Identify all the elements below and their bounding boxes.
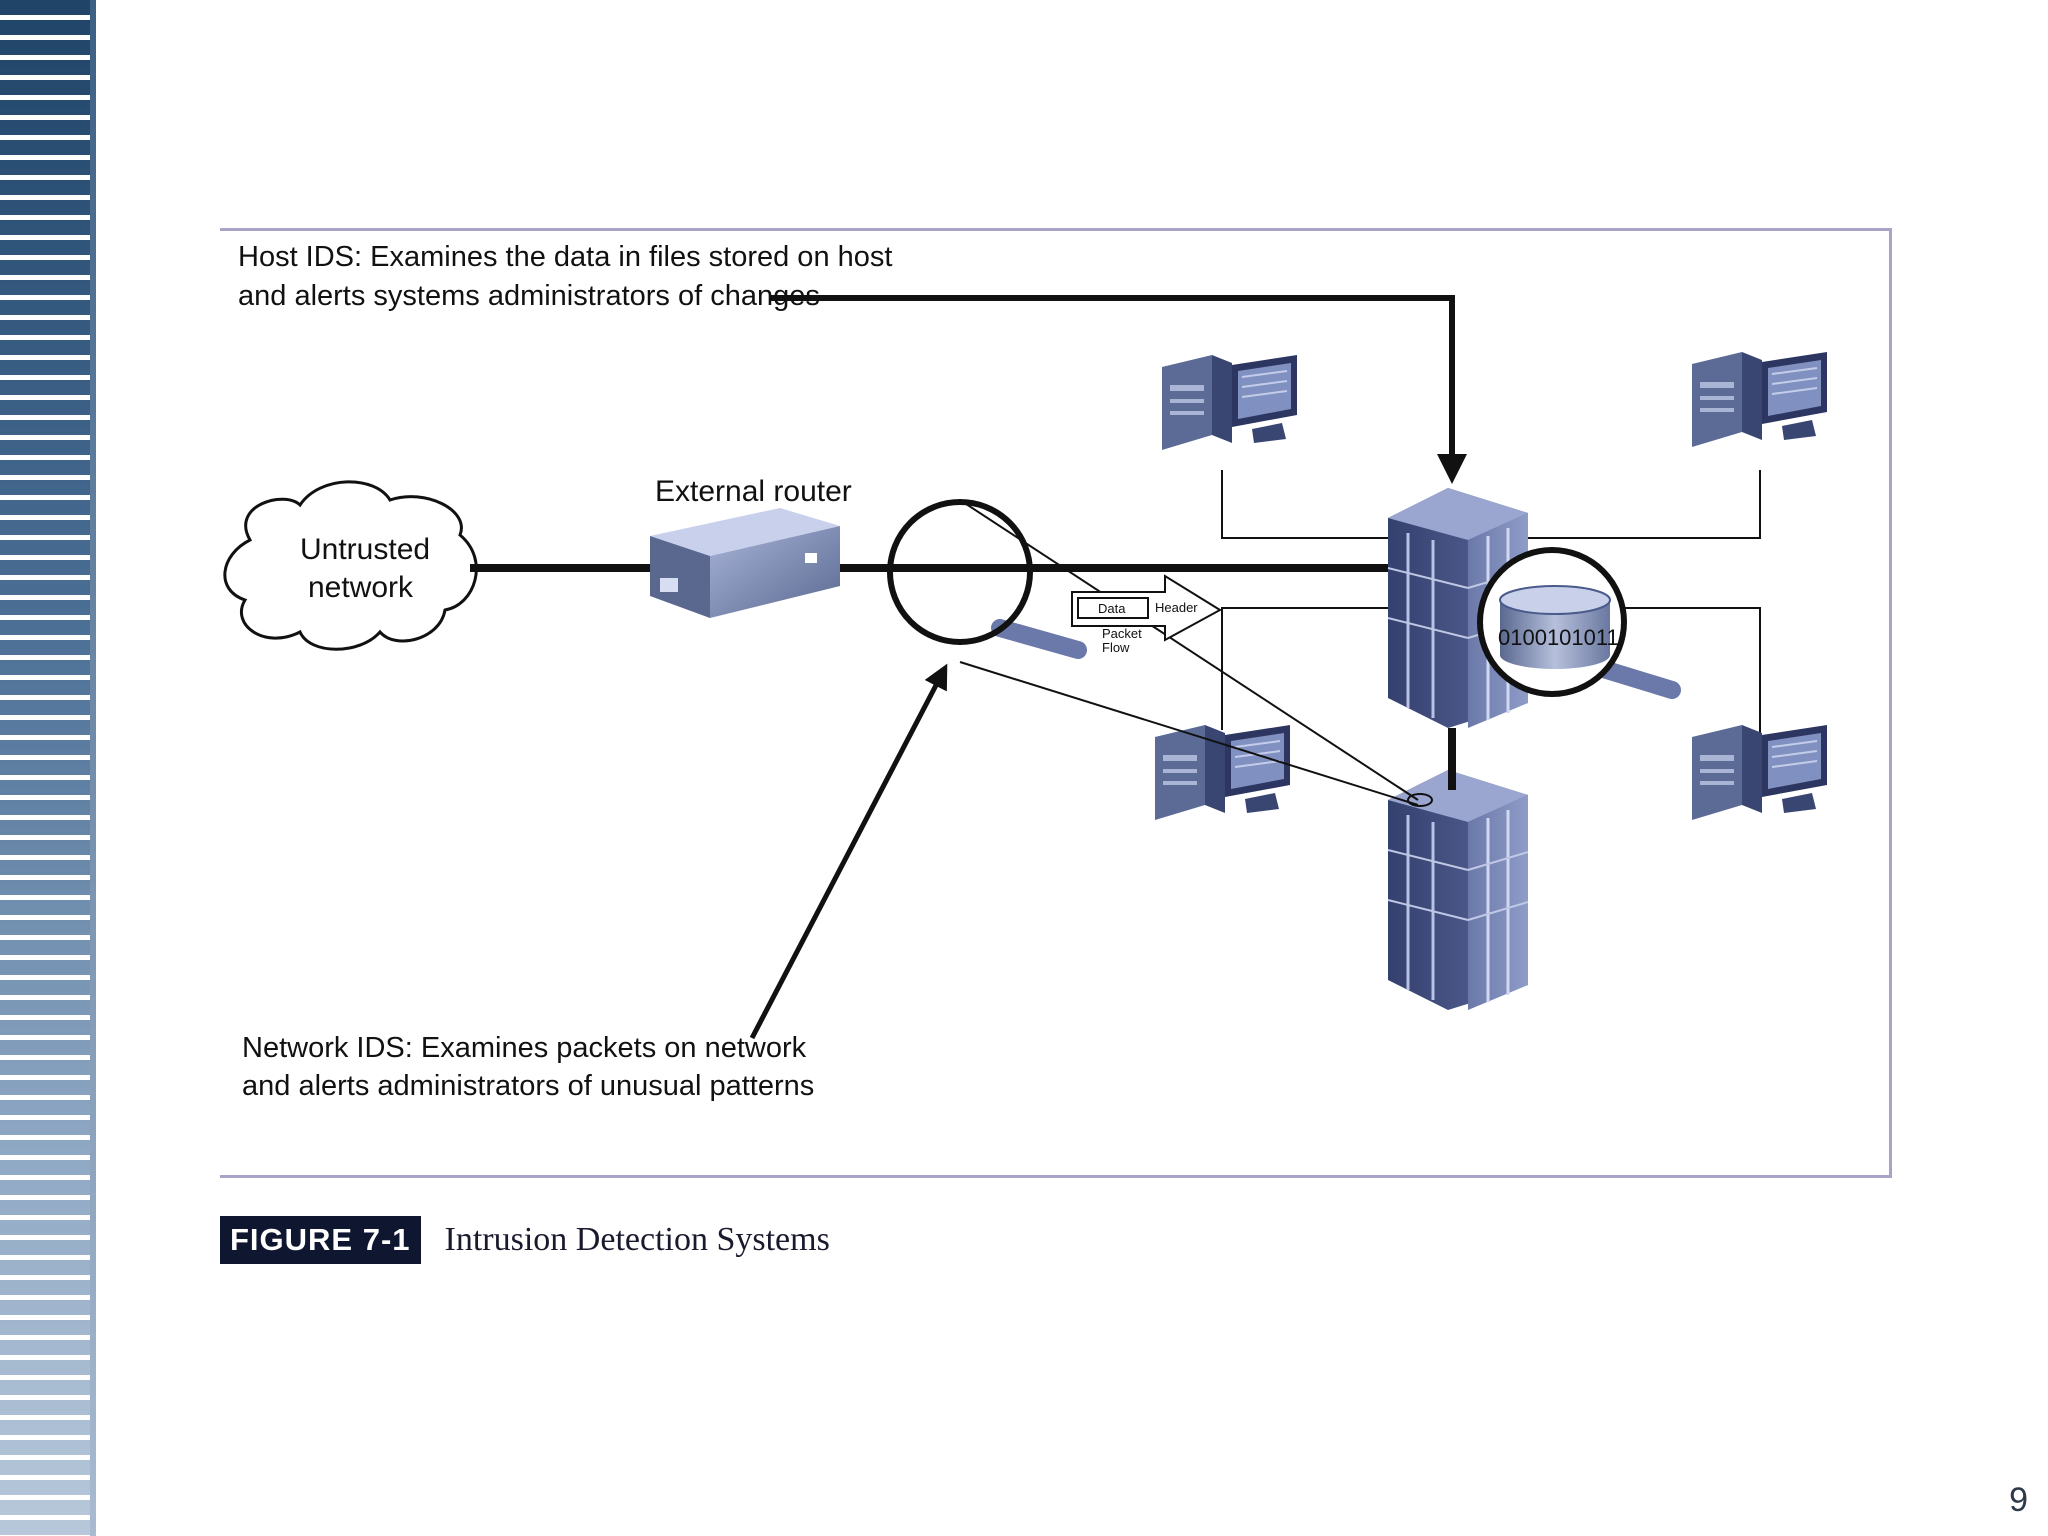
packet-arrow [1071, 574, 1222, 642]
network-ids-arrow [749, 663, 948, 1040]
side-decoration-bar [0, 0, 96, 1536]
host-magnifier [1477, 547, 1681, 699]
packet-header-label: Header [1155, 600, 1198, 615]
packet-data-label: Data [1098, 601, 1126, 616]
untrusted-network-cloud [223, 480, 478, 651]
packet-flow-label-2: Flow [1102, 640, 1130, 655]
workstation-links [1221, 470, 1761, 735]
workstation-bottom-right [1691, 724, 1828, 821]
network-magnifier [887, 499, 1087, 659]
magnifier-lines [959, 499, 1433, 807]
network-ids-server [1386, 768, 1530, 1012]
figure-number: FIGURE 7-1 [220, 1216, 421, 1264]
external-router [650, 508, 840, 618]
binary-data-label: 0100101011 [1498, 625, 1619, 650]
host-ids-label-line1: Host IDS: Examines the data in files sto… [238, 241, 892, 273]
figure-frame [220, 228, 1892, 1178]
page-number: 9 [2009, 1481, 2028, 1519]
figure-title: Intrusion Detection Systems [444, 1221, 830, 1258]
workstation-top-right [1691, 351, 1828, 448]
untrusted-network-label-2: network [308, 571, 414, 604]
workstation-bottom-left [1154, 724, 1291, 821]
host-ids-arrow [770, 295, 1467, 484]
figure-caption: FIGURE 7-1 Intrusion Detection Systems [220, 1216, 830, 1264]
workstation-top-left [1161, 354, 1298, 451]
packet-flow-label-1: Packet [1102, 626, 1142, 641]
network-ids-label-line1: Network IDS: Examines packets on network [242, 1032, 807, 1064]
host-ids-label-line2: and alerts systems administrators of cha… [238, 280, 820, 312]
untrusted-network-label-1: Untrusted [300, 533, 430, 566]
network-ids-label-line2: and alerts administrators of unusual pat… [242, 1070, 814, 1102]
external-router-label: External router [655, 475, 852, 508]
